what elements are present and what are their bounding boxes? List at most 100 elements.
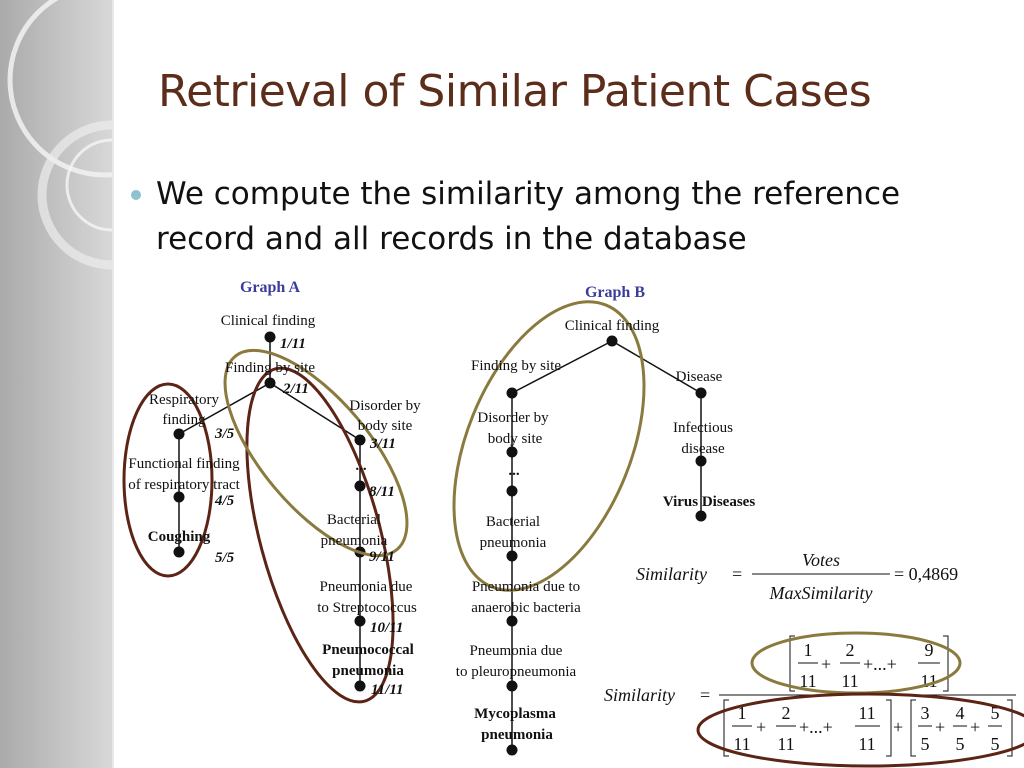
node-a-strep (354, 615, 366, 627)
node-a-func (173, 491, 185, 503)
node-b-bact (506, 550, 518, 562)
f2-num-n1: 1 (804, 640, 813, 660)
f1-result: = 0,4869 (894, 564, 958, 584)
f2-den-plus-mid: + (893, 717, 903, 737)
graph-a-nodes (173, 331, 366, 692)
a-strep-label-1: Pneumonia due (320, 579, 413, 595)
f2-num-bracket-left (789, 635, 795, 692)
formula-2: Similarity = 1 11 + 2 11 +...+ 9 11 1 11… (604, 631, 1024, 768)
b-disease-label: Disease (676, 369, 723, 385)
node-a-resp (173, 428, 185, 440)
decorative-sidebar (0, 0, 112, 768)
a-site-label: Finding by site (225, 360, 315, 376)
b-anaer-label-2: anaerobic bacteria (471, 600, 581, 616)
b-infect-label-2: disease (681, 441, 725, 457)
b-myco-label-2: pneumonia (481, 727, 553, 743)
f2-den-m2: 4 (956, 703, 965, 723)
node-a-site (264, 377, 276, 389)
a-dots-label: ... (355, 458, 367, 474)
a-vote-resp: 3/5 (214, 426, 235, 442)
f2-num-n2: 2 (846, 640, 855, 660)
a-disorder-label-1: Disorder by (349, 398, 421, 414)
f2-den-d1: 11 (733, 734, 750, 754)
b-bact-label-2: pneumonia (480, 535, 547, 551)
f2-den-n3: 11 (858, 703, 875, 723)
node-b-pleuro (506, 680, 518, 692)
a-pneumo-label-2: pneumonia (332, 663, 404, 679)
b-site-label: Finding by site (471, 358, 561, 374)
a-bact-label-1: Bacterial (327, 512, 381, 528)
f2-den-m2d: 5 (956, 734, 965, 754)
b-pleuro-label-1: Pneumonia due (470, 643, 563, 659)
f2-den-m1: 3 (921, 703, 930, 723)
sidebar-rings (7, 0, 112, 270)
a-vote-cough: 5/5 (215, 550, 235, 566)
a-vote-disorder: 3/11 (369, 436, 396, 452)
a-func-label-2: of respiratory tract (128, 477, 240, 493)
a-vote-bact: 9/11 (369, 549, 395, 565)
f2-den-d3: 11 (858, 734, 875, 754)
f1-numerator: Votes (802, 550, 840, 570)
b-anaer-label-1: Pneumonia due to (472, 579, 580, 595)
a-func-label-1: Functional finding (128, 456, 240, 472)
node-a-clinical (264, 331, 276, 343)
ellipse-a-left (122, 382, 214, 578)
f2-den-n1: 1 (738, 703, 747, 723)
f2-den-bracket1-right (886, 699, 892, 757)
node-a-cough (173, 546, 185, 558)
node-a-disorder (354, 434, 366, 446)
f2-num-bracket-right (943, 635, 949, 692)
a-vote-clinical: 1/11 (280, 336, 306, 352)
a-vote-site: 2/11 (282, 381, 309, 397)
f1-denominator: MaxSimilarity (769, 583, 873, 603)
f2-num-plus-1: + (821, 654, 831, 674)
f2-lhs: Similarity (604, 685, 675, 705)
a-strep-label-2: to Streptococcus (317, 600, 417, 616)
a-resp-label-2: finding (162, 412, 206, 428)
node-b-infect (695, 455, 707, 467)
f2-den-d2: 11 (777, 734, 794, 754)
f2-den-m1d: 5 (921, 734, 930, 754)
a-resp-label-1: Respiratory (149, 392, 219, 408)
slide-title: Retrieval of Similar Patient Cases (158, 66, 872, 117)
b-disorder-label-2: body site (488, 431, 543, 447)
ellipse-a-long (245, 366, 395, 704)
b-dots-label: ... (508, 463, 520, 479)
ellipse-a-upper (223, 348, 409, 558)
b-clinical-label: Clinical finding (565, 318, 660, 334)
f2-den-plus-1: + (756, 717, 766, 737)
f1-eq: = (732, 564, 742, 584)
f2-eq: = (700, 685, 710, 705)
a-disorder-label-2: body site (358, 418, 413, 434)
node-a-pneumo (354, 680, 366, 692)
node-b-anaer (506, 615, 518, 627)
a-clinical-label: Clinical finding (221, 313, 316, 329)
a-vote-strep: 10/11 (370, 620, 403, 636)
node-b-clinical (606, 335, 618, 347)
f2-den-plus-3: + (970, 717, 980, 737)
f1-lhs: Similarity (636, 564, 707, 584)
b-pleuro-label-2: to pleuropneumonia (456, 664, 577, 680)
node-b-disease (695, 387, 707, 399)
b-infect-label-1: Infectious (673, 420, 733, 436)
b-virus-label: Virus Diseases (663, 494, 756, 510)
f2-num-d2: 11 (841, 671, 858, 691)
a-vote-func: 4/5 (214, 493, 235, 509)
bullet-text: We compute the similarity among the refe… (156, 176, 901, 257)
node-b-virus (695, 510, 707, 522)
f2-num-ellipsis: +...+ (863, 654, 897, 674)
a-cough-label: Coughing (148, 529, 211, 545)
graph-b-nodes (506, 335, 707, 756)
f2-den-m3d: 5 (991, 734, 1000, 754)
a-vote-dots: 8/11 (369, 484, 395, 500)
node-b-dots (506, 485, 518, 497)
node-b-myco (506, 744, 518, 756)
a-vote-pneumo: 11/11 (371, 682, 404, 698)
graph-b-label: Graph B (585, 284, 645, 301)
f2-den-bracket1-left (723, 699, 729, 757)
f2-den-m3: 5 (991, 703, 1000, 723)
graph-a-label: Graph A (240, 279, 300, 296)
a-bact-label-2: pneumonia (321, 533, 388, 549)
b-myco-label-1: Mycoplasma (474, 706, 556, 722)
